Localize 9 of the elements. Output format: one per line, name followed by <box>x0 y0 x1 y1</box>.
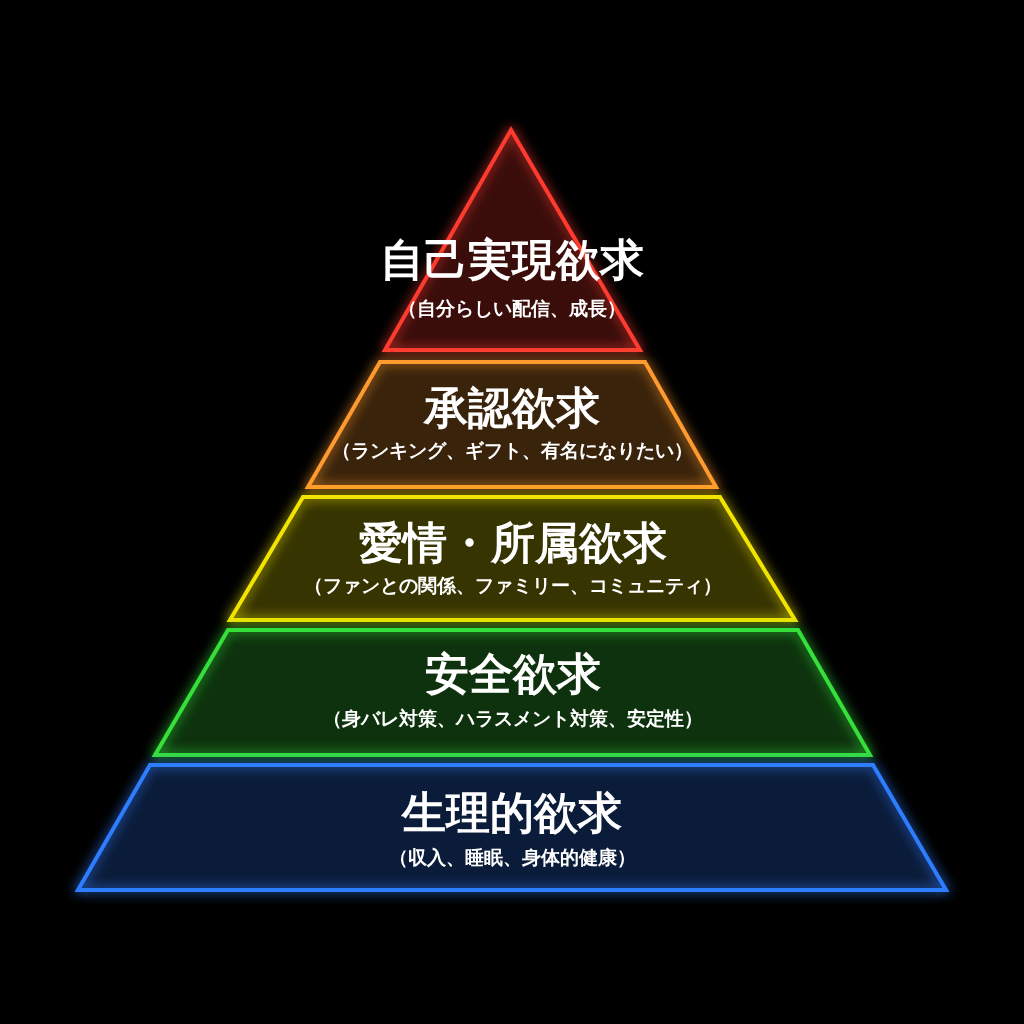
tier-description: （自分らしい配信、成長） <box>397 296 627 320</box>
tier-description: （収入、睡眠、身体的健康） <box>387 845 637 869</box>
tier-description: （身バレ対策、ハラスメント対策、安定性） <box>321 706 704 730</box>
tier-heading: 承認欲求 <box>422 382 601 434</box>
tier-heading: 生理的欲求 <box>400 787 623 839</box>
tier-heading: 愛情・所属欲求 <box>357 517 668 569</box>
tier-description: （ランキング、ギフト、有名になりたい） <box>330 438 694 462</box>
tier-heading: 安全欲求 <box>423 648 602 700</box>
tier-description: （ファンとの関係、ファミリー、コミュニティ） <box>302 573 723 597</box>
